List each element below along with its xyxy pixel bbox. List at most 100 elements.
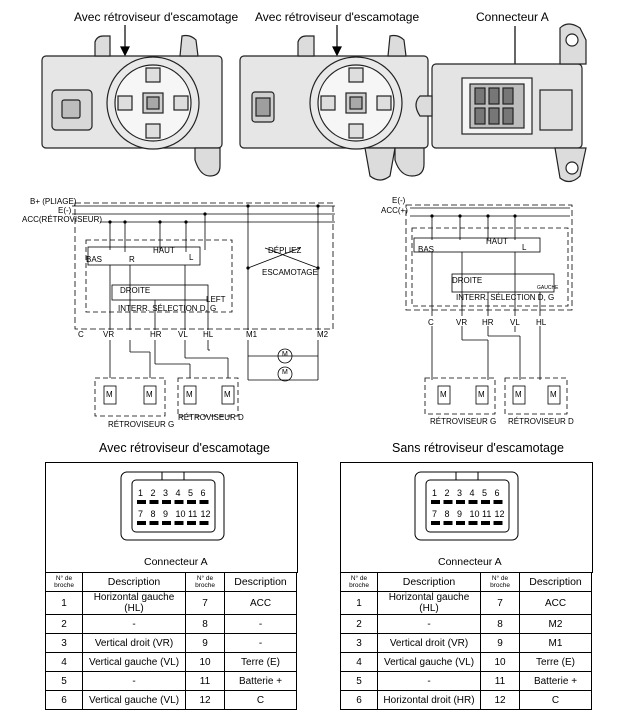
table-row: 2-8- bbox=[45, 614, 297, 634]
left-cell-3-2: 10 bbox=[185, 652, 225, 672]
left-cell-2-1: Vertical droit (VR) bbox=[82, 633, 186, 653]
right-cell-2-0: 3 bbox=[340, 633, 378, 653]
switch-left-photo bbox=[41, 34, 223, 177]
left-bplus-label: B+ (PLIAGE) bbox=[30, 197, 77, 206]
left-cell-4-2: 11 bbox=[185, 671, 225, 691]
right-cell-2-1: Vertical droit (VR) bbox=[377, 633, 481, 653]
left-pin-m1: M1 bbox=[246, 330, 258, 339]
left-cell-1-0: 2 bbox=[45, 614, 83, 634]
left-cell-2-3: - bbox=[224, 633, 297, 653]
left-cell-2-0: 3 bbox=[45, 633, 83, 653]
connector-pin-number: 4 bbox=[469, 488, 475, 498]
left-header-pin1: N° de broche bbox=[45, 572, 83, 592]
connector-pin-number: 11 bbox=[188, 509, 198, 519]
left-motor-d1: M bbox=[186, 390, 193, 399]
connector-pin-number: 3 bbox=[163, 488, 169, 498]
left-escamotage-label: ESCAMOTAGE bbox=[262, 268, 318, 277]
right-motor-g1: M bbox=[440, 390, 447, 399]
left-pin-m2: M2 bbox=[317, 330, 329, 339]
right-header-desc1: Description bbox=[377, 572, 481, 592]
left-motor-fold-2: M bbox=[282, 369, 288, 376]
connector-pin-number: 5 bbox=[482, 488, 488, 498]
left-cell-0-2: 7 bbox=[185, 591, 225, 615]
right-cell-0-0: 1 bbox=[340, 591, 378, 615]
left-motor-g1: M bbox=[106, 390, 113, 399]
connector-pin-number: 6 bbox=[200, 488, 206, 498]
right-header-pin1: N° de broche bbox=[340, 572, 378, 592]
connector-pin-number: 12 bbox=[200, 509, 211, 519]
left-mirror-d: RÉTROVISEUR D bbox=[178, 413, 244, 422]
right-cell-3-1: Vertical gauche (VL) bbox=[377, 652, 481, 672]
right-l-label: L bbox=[522, 243, 527, 252]
right-cell-1-1: - bbox=[377, 614, 481, 634]
right-droite-label: DROITE bbox=[452, 276, 483, 285]
right-connector-label: Connecteur A bbox=[438, 556, 502, 568]
left-cell-4-1: - bbox=[82, 671, 186, 691]
left-mirror-g: RÉTROVISEUR G bbox=[108, 420, 175, 429]
left-pin-hr: HR bbox=[150, 330, 162, 339]
left-pin-hl: HL bbox=[203, 330, 214, 339]
right-cell-1-2: 8 bbox=[480, 614, 520, 634]
connector-pin-number: 1 bbox=[138, 488, 144, 498]
left-cell-0-0: 1 bbox=[45, 591, 83, 615]
left-connector-panel bbox=[45, 462, 298, 573]
connector-pin-number: 8 bbox=[150, 509, 156, 519]
connector-pin-number: 7 bbox=[432, 509, 438, 519]
left-header-desc1: Description bbox=[82, 572, 186, 592]
switch-back-photo bbox=[364, 23, 587, 183]
left-r-label: R bbox=[129, 255, 135, 264]
right-cell-2-3: M1 bbox=[519, 633, 592, 653]
right-cell-0-1: Horizontal gauche (HL) bbox=[377, 591, 481, 615]
right-gauche-label: GAUCHE bbox=[537, 285, 559, 291]
connector-pin-number: 4 bbox=[175, 488, 181, 498]
right-pin-c: C bbox=[428, 318, 434, 327]
left-eminus-label: E(-) bbox=[58, 206, 72, 215]
left-cell-3-1: Vertical gauche (VL) bbox=[82, 652, 186, 672]
switch-photos bbox=[41, 23, 587, 183]
left-header-desc2: Description bbox=[224, 572, 297, 592]
connector-pin-number: 2 bbox=[150, 488, 156, 498]
right-mirror-g: RÉTROVISEUR G bbox=[430, 417, 497, 426]
left-depliez-label: DÉPLIEZ bbox=[268, 246, 302, 255]
right-bas-label: BAS bbox=[418, 245, 435, 254]
left-haut-label: HAUT bbox=[153, 246, 175, 255]
right-pin-hl: HL bbox=[536, 318, 547, 327]
right-pin-vr: VR bbox=[456, 318, 468, 327]
connector-pin-number: 9 bbox=[163, 509, 169, 519]
connector-pin-number: 6 bbox=[494, 488, 500, 498]
left-cell-1-1: - bbox=[82, 614, 186, 634]
left-left-label: LEFT bbox=[206, 295, 226, 304]
left-cell-2-2: 9 bbox=[185, 633, 225, 653]
right-mirror-d: RÉTROVISEUR D bbox=[508, 417, 574, 426]
right-motor-d2: M bbox=[550, 390, 557, 399]
left-droite-label: DROITE bbox=[120, 286, 151, 295]
connector-pin-number: 12 bbox=[494, 509, 505, 519]
left-header-pin2: N° de broche bbox=[185, 572, 225, 592]
left-pin-c: C bbox=[78, 330, 84, 339]
connector-pin-number: 1 bbox=[432, 488, 438, 498]
right-cell-3-2: 10 bbox=[480, 652, 520, 672]
connector-pin-number: 2 bbox=[444, 488, 450, 498]
right-pin-table: N° de broche Description N° de broche De… bbox=[340, 572, 592, 710]
connector-pin-number: 10 bbox=[469, 509, 480, 519]
right-motor-g2: M bbox=[478, 390, 485, 399]
left-l-label: L bbox=[189, 253, 194, 262]
right-cell-1-3: M2 bbox=[519, 614, 592, 634]
right-cell-4-2: 11 bbox=[480, 671, 520, 691]
right-eminus-label: E(-) bbox=[392, 196, 406, 205]
photo-right-label: Connecteur A bbox=[476, 10, 549, 24]
left-cell-4-3: Batterie + bbox=[224, 671, 297, 691]
left-motor-d2: M bbox=[224, 390, 231, 399]
right-acc-label: ACC(+) bbox=[381, 206, 408, 215]
connector-pin-number: 8 bbox=[444, 509, 450, 519]
left-cell-0-1: Horizontal gauche (HL) bbox=[82, 591, 186, 615]
right-cell-0-3: ACC bbox=[519, 591, 592, 615]
right-cell-0-2: 7 bbox=[480, 591, 520, 615]
right-connector-panel bbox=[340, 462, 593, 573]
